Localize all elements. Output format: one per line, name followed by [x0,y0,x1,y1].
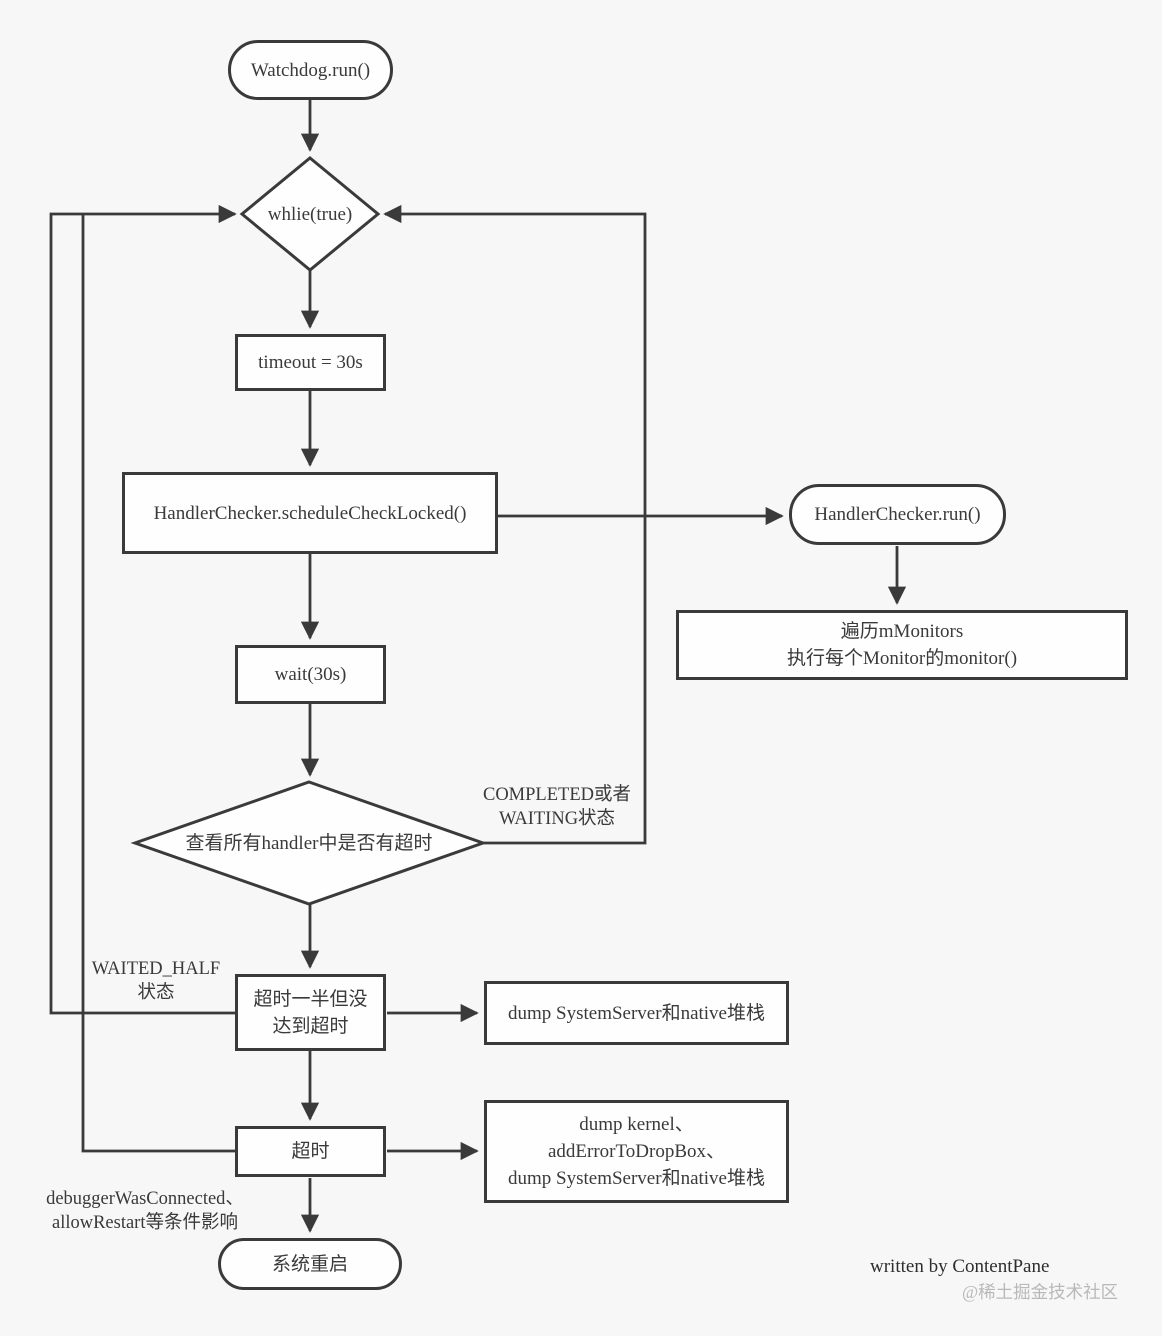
check-timeout-diamond-shape [130,780,488,906]
node-check-timeout: 查看所有handler中是否有超时 [135,782,483,904]
label-waited-half: WAITED_HALF 状态 [66,956,246,1006]
node-dump-kernel-line2: addErrorToDropBox、 [547,1141,726,1162]
node-reboot-label: 系统重启 [271,1253,348,1275]
node-dump-system-label: dump SystemServer和native堆栈 [508,1002,765,1024]
label-completed-waiting: COMPLETED或者 WAITING状态 [467,782,647,832]
node-schedule-check-label: HandlerChecker.scheduleCheckLocked() [153,502,467,524]
node-monitors: 遍历mMonitors 执行每个Monitor的monitor() [676,610,1128,680]
label-completed-waiting-line1: COMPLETED或者 [482,785,631,805]
node-timeout-30s-label: timeout = 30s [258,352,363,373]
node-while-true-label: whlie(true) [267,203,353,225]
node-half-timeout-line2: 达到超时 [272,1015,349,1037]
node-wait-30s-label: wait(30s) [274,664,347,685]
node-watchdog-run-label: Watchdog.run() [250,59,371,81]
node-schedule-check: HandlerChecker.scheduleCheckLocked() [122,472,498,554]
node-timeout-label: 超时 [291,1141,330,1162]
label-debugger-note-line1: debuggerWasConnected、 [46,1189,244,1209]
watermark-text: @稀土掘金技术社区 [962,1282,1119,1302]
label-debugger-note-line2: allowRestart等条件影响 [51,1213,238,1233]
node-watchdog-run: Watchdog.run() [228,40,393,100]
node-wait-30s: wait(30s) [235,645,386,704]
node-reboot: 系统重启 [218,1238,402,1290]
edge-half-loop-left [49,204,237,1015]
node-check-timeout-label: 查看所有handler中是否有超时 [185,832,433,854]
node-half-timeout-line1: 超时一半但没 [253,988,368,1010]
label-completed-waiting-line2: WAITING状态 [498,809,616,829]
node-dump-system: dump SystemServer和native堆栈 [484,981,789,1045]
edge-timeout-loop-left [81,214,235,1153]
node-dump-kernel: dump kernel、 addErrorToDropBox、 dump Sys… [484,1100,789,1203]
node-while-true: whlie(true) [242,158,378,270]
while-true-diamond-shape [239,156,381,272]
node-dump-kernel-line1: dump kernel、 [579,1114,694,1135]
label-waited-half-line2: 状态 [137,983,175,1003]
node-timeout: 超时 [235,1126,386,1177]
node-half-timeout: 超时一半但没 达到超时 [235,974,386,1051]
node-monitors-line1: 遍历mMonitors [840,621,964,642]
edge-checkdiamond-loop-right [383,204,647,845]
node-timeout-30s: timeout = 30s [235,334,386,391]
node-handler-checker-run: HandlerChecker.run() [789,484,1006,545]
label-waited-half-line1: WAITED_HALF [91,959,221,979]
credit-text: written by ContentPane [870,1256,1050,1277]
node-dump-kernel-line3: dump SystemServer和native堆栈 [508,1168,765,1189]
node-monitors-line2: 执行每个Monitor的monitor() [786,648,1018,669]
node-handler-checker-run-label: HandlerChecker.run() [814,504,981,525]
label-debugger-note: debuggerWasConnected、 allowRestart等条件影响 [28,1186,262,1236]
